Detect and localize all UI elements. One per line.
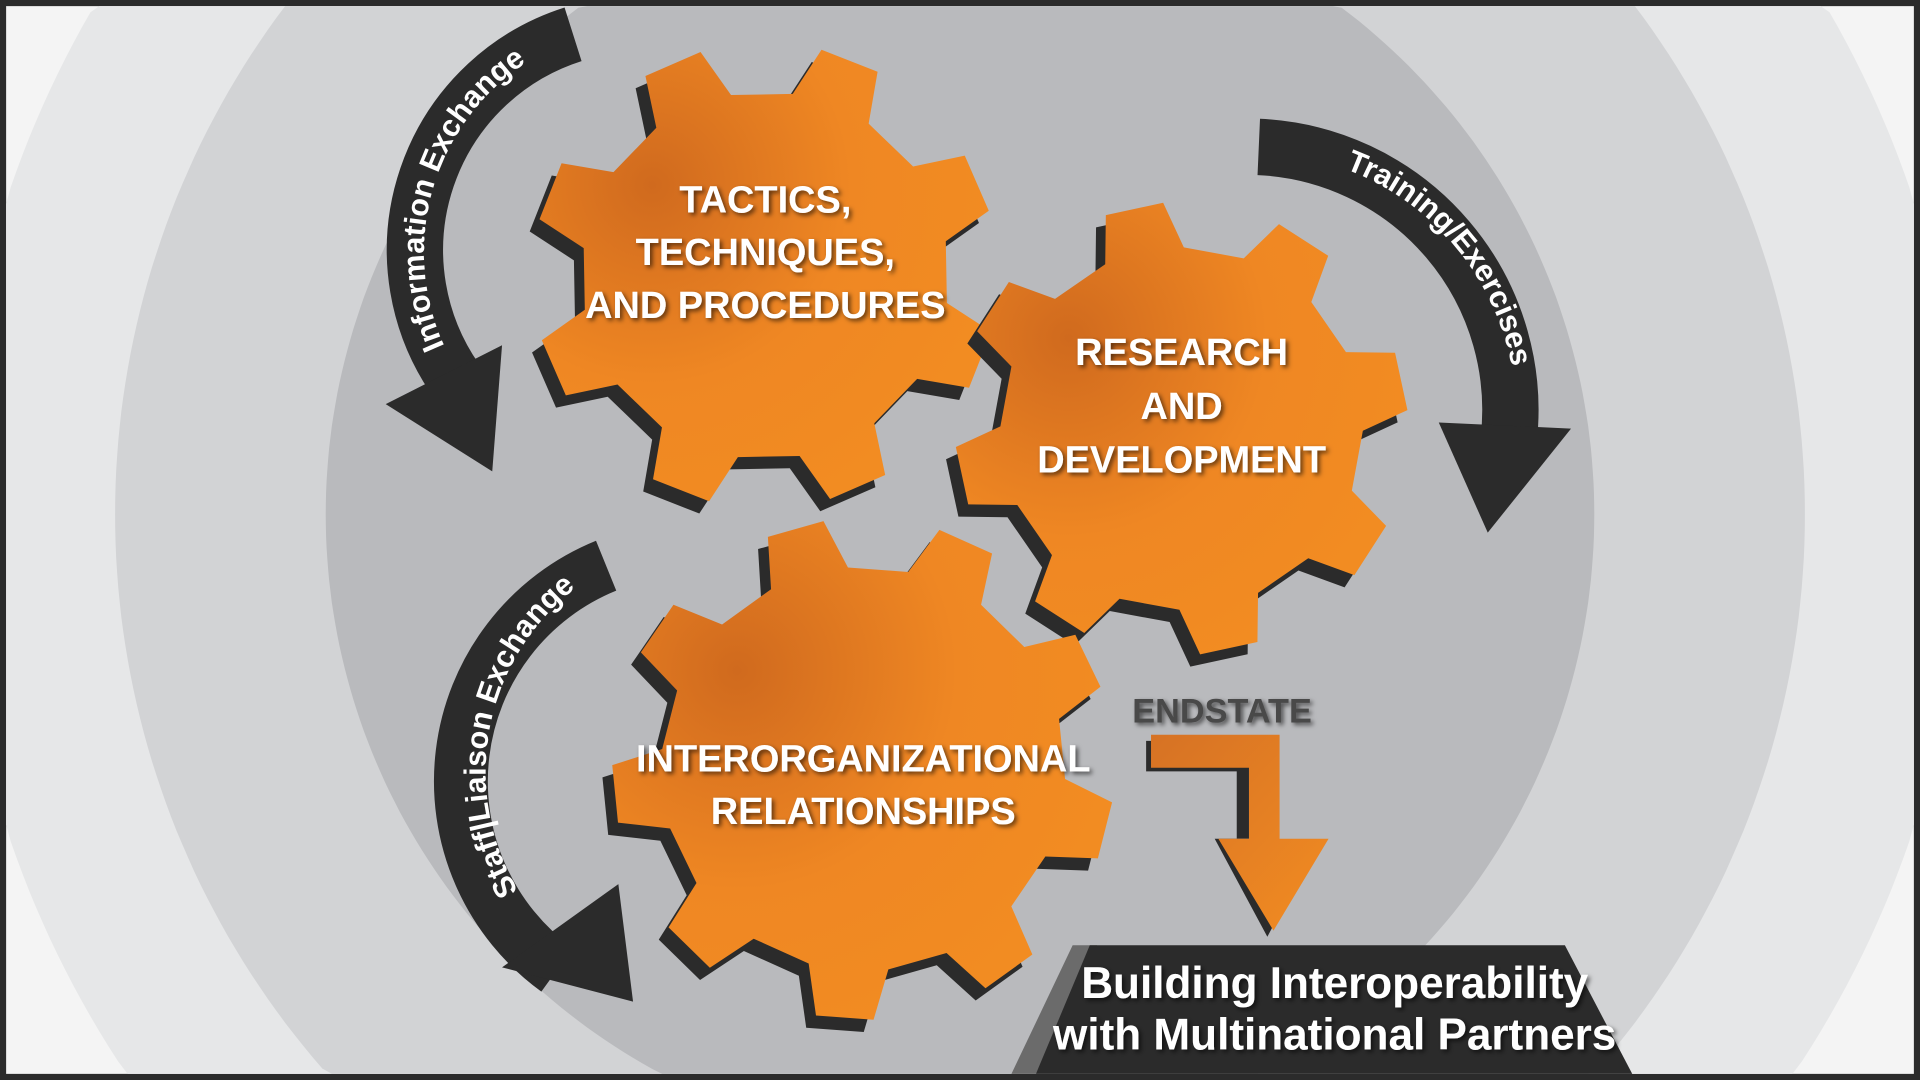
gear-label-line: TECHNIQUES, bbox=[636, 232, 895, 274]
arrowhead-icon bbox=[385, 345, 503, 472]
gear-icon bbox=[539, 49, 992, 502]
goal-line-2: with Multinational Partners bbox=[1052, 1010, 1616, 1059]
gear-label-line: AND bbox=[1141, 386, 1223, 428]
gear-label-line: TACTICS, bbox=[679, 179, 851, 221]
gear-label-line: DEVELOPMENT bbox=[1037, 440, 1326, 482]
gear-label-line: AND PROCEDURES bbox=[585, 285, 945, 327]
goal-line-1: Building Interoperability bbox=[1081, 959, 1588, 1008]
gear-icon bbox=[955, 202, 1408, 655]
gear-icon bbox=[612, 521, 1113, 1020]
endstate-label: ENDSTATE bbox=[1132, 692, 1312, 730]
goal-banner: Building Interoperability with Multinati… bbox=[1011, 945, 1633, 1074]
arrowhead-icon bbox=[1438, 422, 1572, 533]
endstate-arrow: ENDSTATE bbox=[1132, 692, 1329, 937]
gear-research-and-development: RESEARCH AND DEVELOPMENT bbox=[946, 202, 1408, 667]
gear-interorganizational-relationships: INTERORGANIZATIONAL RELATIONSHIPS bbox=[602, 521, 1113, 1032]
arrowhead-icon bbox=[502, 884, 634, 1002]
gear-label-line: RESEARCH bbox=[1075, 332, 1288, 374]
gear-tactics-techniques-procedures: TACTICS, TECHNIQUES, AND PROCEDURES bbox=[529, 49, 992, 514]
gear-label-line: RELATIONSHIPS bbox=[711, 791, 1016, 833]
gear-label-line: INTERORGANIZATIONAL bbox=[636, 738, 1091, 780]
